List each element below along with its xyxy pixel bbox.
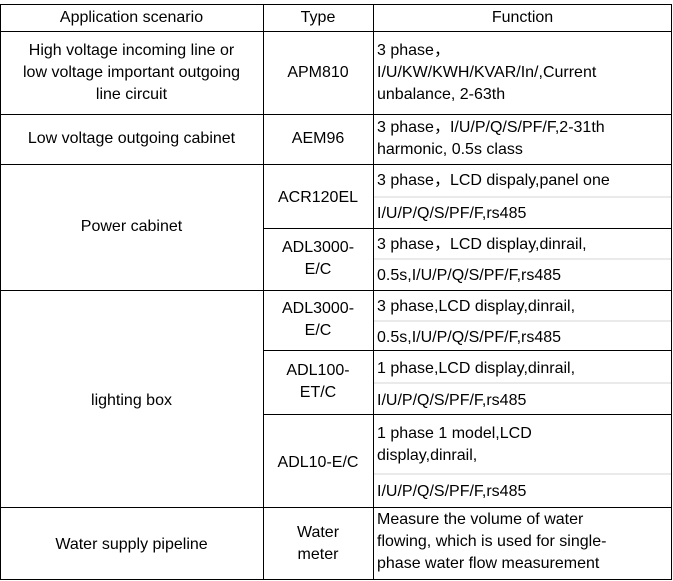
cell-type-acr120el: ACR120EL (277, 189, 359, 206)
cell-type-apm810: APM810 (287, 64, 349, 81)
cell-scenario-lighting-box: lighting box (91, 392, 172, 409)
cell-type-adl3000-power: ADL3000- E/C (281, 239, 355, 278)
cell-function-aem96: 3 phase，I/U/P/Q/S/PF/F,2-31th harmonic, … (377, 119, 605, 158)
cell-function-adl100-line1: 1 phase,LCD display,dinrail, (377, 360, 576, 377)
cell-function-adl10-line1: 1 phase 1 model,LCD display,dinrail, (377, 425, 532, 464)
header-type: Type (300, 9, 336, 26)
cell-function-adl3000-lighting-line2: 0.5s,I/U/P/Q/S/PF/F,rs485 (377, 329, 562, 346)
cell-function-water-meter: Measure the volume of water flowing, whi… (377, 511, 607, 572)
header-function: Function (491, 9, 554, 26)
cell-function-adl3000-lighting-line1: 3 phase,LCD display,dinrail, (377, 298, 576, 315)
header-application-scenario: Application scenario (59, 9, 204, 26)
cell-function-acr120el-line1: 3 phase，LCD dispaly,panel one (377, 172, 610, 189)
cell-type-water-meter: Water meter (296, 524, 340, 563)
cell-function-apm810: 3 phase， I/U/KW/KWH/KVAR/In/,Current unb… (377, 42, 597, 103)
cell-scenario-low-voltage: Low voltage outgoing cabinet (27, 130, 236, 147)
cell-type-adl10: ADL10-E/C (277, 454, 359, 471)
cell-type-aem96: AEM96 (291, 130, 345, 147)
cell-function-adl10-line2: I/U/P/Q/S/PF/F,rs485 (377, 483, 527, 500)
cell-function-adl3000-power-line2: 0.5s,I/U/P/Q/S/PF/F,rs485 (377, 267, 562, 284)
table-border (0, 4, 672, 580)
cell-scenario-high-voltage: High voltage incoming line or low voltag… (22, 42, 241, 103)
cell-type-adl100: ADL100- ET/C (286, 362, 350, 401)
cell-function-adl3000-power-line1: 3 phase，LCD display,dinrail, (377, 236, 587, 253)
cell-function-acr120el-line2: I/U/P/Q/S/PF/F,rs485 (377, 205, 527, 222)
cell-function-adl100-line2: I/U/P/Q/S/PF/F,rs485 (377, 392, 527, 409)
cell-scenario-power-cabinet: Power cabinet (80, 218, 183, 235)
cell-type-adl3000-lighting: ADL3000- E/C (281, 300, 355, 339)
cell-scenario-water-supply: Water supply pipeline (55, 536, 208, 553)
